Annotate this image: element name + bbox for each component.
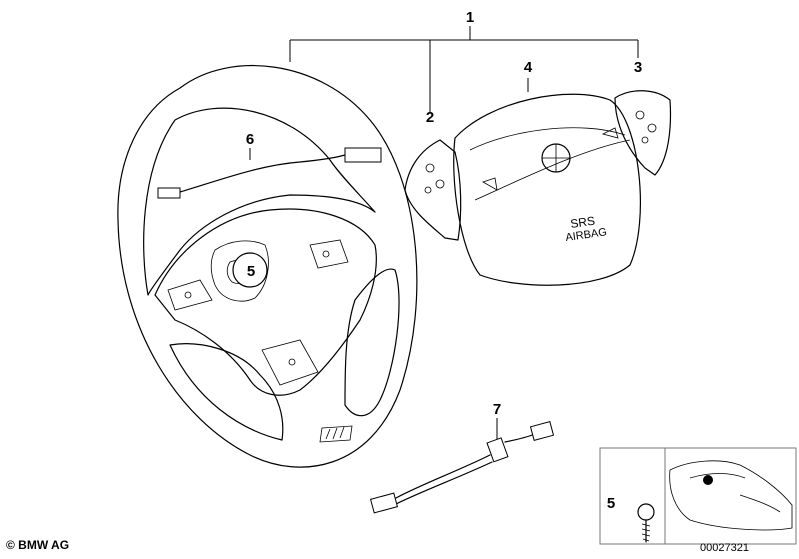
callout-5-hub-marker <box>232 252 268 288</box>
part-7-harness <box>369 418 555 514</box>
copyright-label: © BMW AG <box>6 538 70 552</box>
inset-box <box>599 447 797 545</box>
callout-5-wheel: 5 <box>247 263 255 280</box>
callout-2: 2 <box>426 109 434 126</box>
part-6-cable <box>157 147 382 199</box>
part-3-right-switch <box>614 90 672 176</box>
callout-5-inset: 5 <box>607 495 615 512</box>
callout-3: 3 <box>634 59 642 76</box>
steering-wheel <box>117 65 418 468</box>
document-number: 00027321 <box>700 542 749 554</box>
callout-7: 7 <box>493 401 501 418</box>
airbag-airbag-text: AIRBAG <box>565 226 608 244</box>
callout-1-leader <box>289 26 639 112</box>
callout-6: 6 <box>246 131 254 148</box>
part-2-left-switch <box>404 139 462 241</box>
inset-screw-icon <box>637 503 655 543</box>
callout-4: 4 <box>524 59 533 76</box>
part-4-airbag <box>453 78 642 286</box>
inset-car <box>669 460 793 531</box>
callout-1: 1 <box>466 9 474 26</box>
airbag-srs-text: SRS <box>569 214 595 231</box>
